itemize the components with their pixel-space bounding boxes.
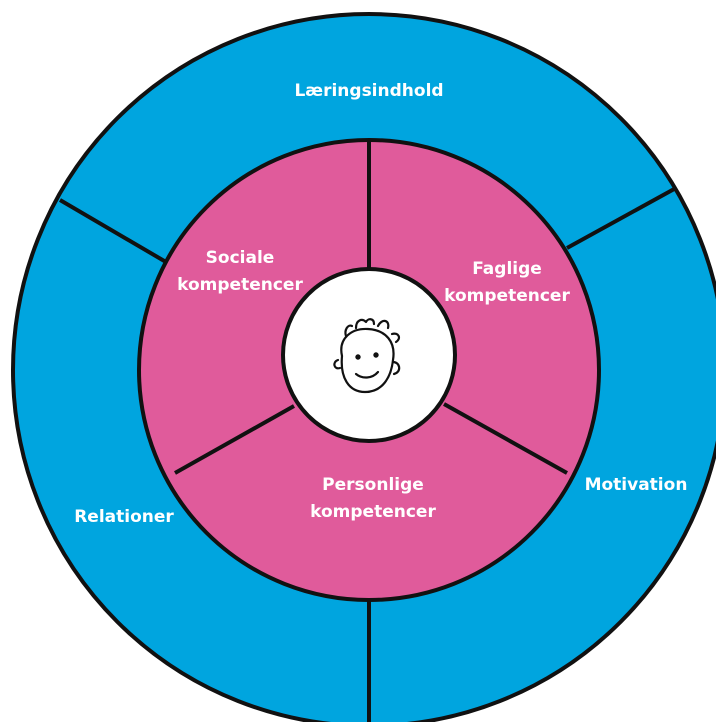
label-personlige-line2: kompetencer [310,502,436,522]
outer-divider-left [58,198,168,264]
label-laeringsindhold: Læringsindhold [294,81,443,101]
outer-divider-right [566,186,677,250]
label-faglige-line2: kompetencer [444,286,570,306]
label-faglige-line1: Faglige [472,259,542,279]
center-circle [281,267,457,443]
child-face-icon [333,318,401,394]
label-sociale-line1: Sociale [206,248,275,268]
label-personlige-line1: Personlige [322,475,424,495]
label-sociale-line2: kompetencer [177,275,303,295]
inner-divider-right [443,402,568,475]
label-motivation: Motivation [585,475,688,495]
inner-divider-left [174,404,295,475]
label-relationer: Relationer [74,507,174,527]
